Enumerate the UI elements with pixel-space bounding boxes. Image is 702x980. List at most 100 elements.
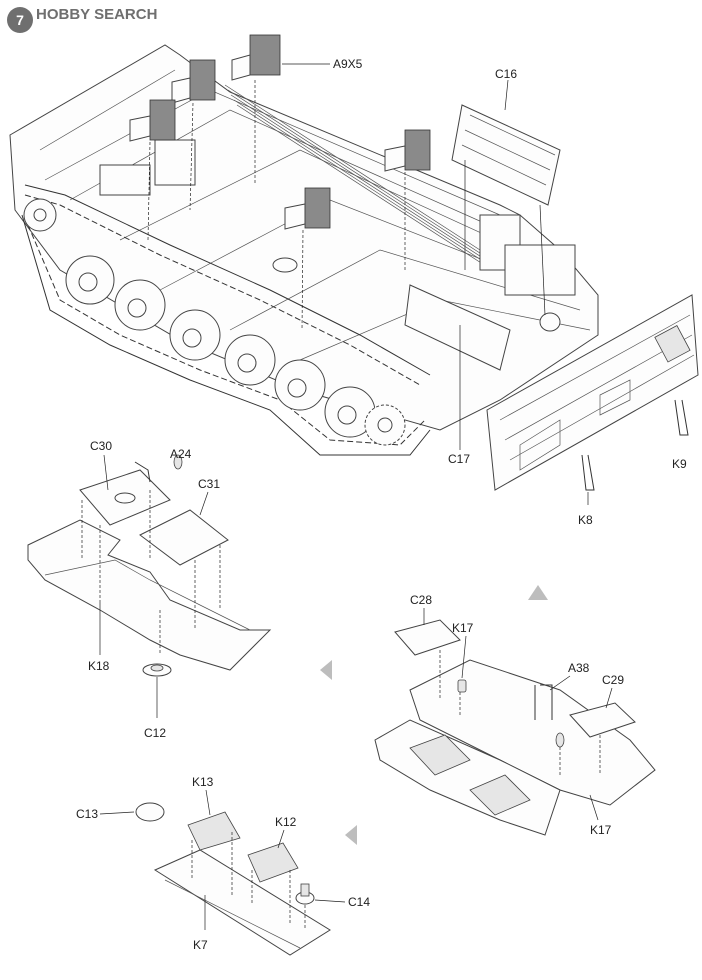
label-a24: A24 bbox=[170, 447, 192, 461]
label-c12: C12 bbox=[144, 726, 166, 740]
right-floor-assembly: C28 K17 A38 C29 K17 bbox=[374, 593, 656, 837]
part-rear-plate bbox=[486, 294, 699, 491]
part-a24 bbox=[173, 454, 183, 470]
track-upper bbox=[24, 194, 421, 386]
label-k17-top: K17 bbox=[452, 621, 474, 635]
road-wheel-hub bbox=[182, 328, 202, 348]
direction-arrow bbox=[320, 660, 332, 680]
watermark: 7 HOBBY SEARCH bbox=[7, 6, 157, 33]
flag-a9 bbox=[249, 34, 281, 76]
leader-k12 bbox=[277, 829, 285, 849]
leader-c30 bbox=[103, 454, 109, 491]
grille-left bbox=[409, 734, 471, 776]
part-k9 bbox=[674, 399, 689, 436]
assembly-guides-bottom bbox=[191, 832, 306, 930]
part-c14-stem bbox=[300, 883, 310, 897]
part-c31 bbox=[139, 509, 229, 566]
part-k17-top bbox=[457, 679, 467, 693]
left-floor-assembly: C30 A24 C31 K18 C12 bbox=[27, 439, 272, 740]
leader-a38 bbox=[549, 675, 571, 691]
part-c29 bbox=[569, 702, 636, 738]
part-c28 bbox=[394, 619, 461, 656]
track-upper-2 bbox=[24, 184, 431, 376]
flag-a9-base bbox=[384, 145, 406, 172]
watermark-text: HOBBY SEARCH bbox=[36, 6, 157, 23]
rear-plate-detail bbox=[499, 314, 695, 471]
road-wheels bbox=[23, 198, 406, 446]
label-c13: C13 bbox=[76, 807, 98, 821]
part-a24-lever bbox=[134, 461, 151, 483]
torsion-bars bbox=[224, 84, 493, 271]
label-k18: K18 bbox=[88, 659, 110, 673]
label-k9: K9 bbox=[672, 457, 687, 471]
hull-box-2 bbox=[154, 139, 196, 186]
road-wheel-hub bbox=[287, 378, 307, 398]
hull-box-1 bbox=[99, 164, 151, 196]
label-c17: C17 bbox=[448, 452, 470, 466]
grille-right bbox=[469, 774, 531, 816]
hull-port bbox=[272, 257, 298, 273]
label-c30: C30 bbox=[90, 439, 112, 453]
flag-a9-base bbox=[171, 77, 191, 104]
label-c29: C29 bbox=[602, 673, 624, 687]
part-c16-detail bbox=[461, 114, 556, 186]
leader-k17-top bbox=[461, 635, 467, 679]
road-wheel-hub bbox=[127, 298, 147, 318]
step-number: 7 bbox=[16, 12, 24, 28]
leader-c31 bbox=[199, 491, 209, 516]
label-k8: K8 bbox=[578, 513, 593, 527]
leader-c29 bbox=[605, 687, 613, 709]
assembly-guides-left bbox=[81, 490, 221, 655]
flag-a9-pin bbox=[147, 141, 151, 241]
flag-a9-pin bbox=[301, 229, 304, 331]
label-c14: C14 bbox=[348, 895, 370, 909]
leader-c16 bbox=[504, 79, 509, 111]
label-a9x5: A9X5 bbox=[333, 57, 363, 71]
part-c17 bbox=[404, 284, 511, 371]
hull-assembly: A9X5 C16 C17 K9 K8 bbox=[9, 34, 699, 527]
c16-pin-2 bbox=[539, 204, 546, 316]
flag-a9-pin bbox=[189, 102, 194, 211]
part-k12 bbox=[247, 842, 299, 883]
plate-k7-edge bbox=[164, 879, 301, 949]
road-wheel-hub bbox=[78, 272, 98, 292]
flag-a9-base bbox=[129, 115, 151, 142]
step-number-badge bbox=[7, 7, 33, 33]
part-a9-flags bbox=[129, 34, 431, 331]
bottom-assembly: K13 C13 K12 C14 K7 bbox=[76, 775, 370, 956]
part-c13 bbox=[135, 802, 165, 822]
label-k7: K7 bbox=[193, 938, 208, 952]
rear-plate-tow bbox=[654, 324, 691, 363]
leader-c14 bbox=[314, 899, 346, 903]
label-k13: K13 bbox=[192, 775, 214, 789]
road-wheel-hub bbox=[237, 353, 257, 373]
flag-a9 bbox=[304, 187, 331, 229]
part-k13 bbox=[187, 811, 241, 851]
floor-plate-k18-edge bbox=[44, 559, 251, 631]
part-k17-bottom bbox=[555, 732, 565, 748]
plate-k7 bbox=[153, 849, 331, 956]
road-wheel-hub bbox=[337, 405, 357, 425]
drive-sprocket-hub bbox=[377, 417, 393, 433]
flag-a9-base bbox=[284, 203, 306, 230]
floor-plate-k18 bbox=[27, 519, 272, 671]
direction-arrow bbox=[528, 585, 548, 600]
label-k17-bottom: K17 bbox=[590, 823, 612, 837]
leader-k17-bottom bbox=[589, 794, 599, 821]
assembly-guides-right bbox=[439, 650, 601, 775]
label-k12: K12 bbox=[275, 815, 297, 829]
flag-a9 bbox=[149, 99, 176, 141]
c30-mark bbox=[114, 492, 136, 504]
part-c16 bbox=[451, 104, 561, 206]
part-c12-inner bbox=[150, 664, 164, 672]
hull-port-2 bbox=[539, 312, 561, 332]
label-c28: C28 bbox=[410, 593, 432, 607]
leader-k13 bbox=[205, 789, 211, 816]
hull-box-4 bbox=[504, 244, 576, 296]
floor-plate-right bbox=[409, 659, 656, 806]
label-c16: C16 bbox=[495, 67, 517, 81]
flag-a9-base bbox=[231, 54, 251, 81]
direction-arrow bbox=[345, 825, 357, 845]
flag-a9 bbox=[404, 129, 431, 171]
